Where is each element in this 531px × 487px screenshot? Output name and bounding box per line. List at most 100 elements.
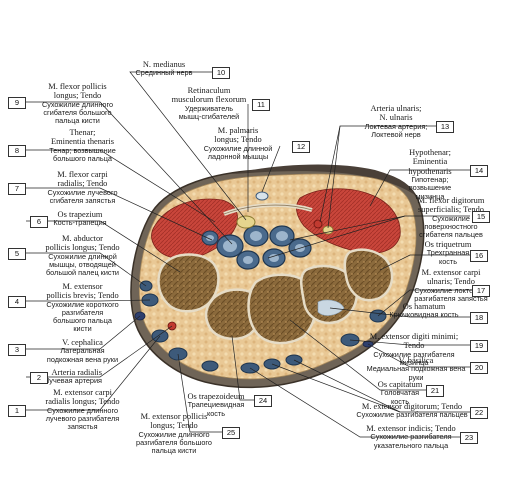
label-latin-term: M. extensor carpi [421,268,481,277]
label-russian-term: Сухожилие короткого [46,299,119,309]
label-number-box: 16 [470,250,488,262]
label-latin-term: M. extensor indicis; Tendo [366,424,456,433]
label-russian-term: Сухожилие локтевого [414,285,488,295]
label-russian-term: Головчатая кость [380,388,420,406]
label-russian-term: большого пальца [53,316,112,326]
label-latin-term: radialis longus; Tendo [45,397,120,407]
label-russian-term: Сухожилие [432,213,470,223]
label-russian-term: мышц-сгибателей [178,111,240,121]
label-number-box: 4 [8,296,26,308]
label-number-box: 15 [472,211,490,223]
label-latin-term: M. flexor pollicis [48,82,107,91]
label-number-box: 9 [8,97,26,109]
label-russian-term: Латеральная [60,346,105,356]
label-russian-term: мышцы, отводящей [49,259,116,269]
label-latin-term: M. extensor carpi [53,388,112,397]
label-russian-term: Лучевая артерия [44,376,102,386]
label-russian-term: кисти [73,324,92,334]
label-latin-term: N. ulnaris [379,113,413,123]
label-number-box: 5 [8,248,26,260]
label-latin-term: Thenar; [69,128,96,137]
label-latin-term: Os hamatum [402,302,446,311]
flexor-tendons-group [201,225,312,270]
label-number-box: 20 [470,362,488,374]
carpal-bones [157,248,394,345]
label-russian-term: подкожная вена руки [46,354,119,364]
label-latin-term: Retinaculum [187,86,231,95]
label-number-box: 11 [252,99,270,111]
label-russian-term: разгибателя большого [136,437,212,447]
label-russian-term: Локтевой нерв [371,129,421,139]
label-russian-term: Медиальная подкожная вена руки [366,364,466,382]
label-latin-term: superficialis; Tendo [417,205,484,215]
label-latin-term: Os trapezium [57,210,103,219]
label-russian-term: сгибателя запястья [49,195,116,205]
label-number-box: 18 [470,312,488,324]
label-russian-term: Крючковидная кость [389,310,459,320]
label-number-box: 14 [470,165,488,177]
label-russian-term: разгибателя [61,307,104,317]
label-russian-term: Сухожилие длинного [46,405,119,415]
label-number-box: 24 [254,395,272,407]
label-latin-term: M. extensor pollicis [140,412,208,421]
label-latin-term: M. abductor [62,234,103,243]
label-number-box: 10 [212,67,230,79]
hypothenar-muscle [296,188,401,254]
label-russian-term: пальца кисти [55,116,100,126]
label-number-box: 2 [30,372,48,384]
label-latin-term: Hypothenar; [409,148,451,157]
label-number-box: 7 [8,183,26,195]
label-number-box: 1 [8,405,26,417]
label-latin-term: V. basilica [398,356,434,365]
label-number-box: 21 [426,385,444,397]
label-russian-term: Удерживатель [184,103,234,113]
label-russian-term: Тенар; возвышение [49,145,116,155]
label-russian-term: лучевого разгибателя [45,413,120,423]
label-latin-term: M. flexor digitorum [417,196,485,205]
label-latin-term: pollicis brevis; Tendo [46,291,119,301]
label-russian-term: ладонной мышцы [207,151,269,161]
label-latin-term: Os triquetrum [424,240,472,249]
label-latin-term: M. extensor digiti minimi; Tendo [369,332,459,351]
label-russian-term: Сухожилие длинного [41,99,114,109]
label-number-box: 17 [472,285,490,297]
label-number-box: 3 [8,344,26,356]
label-russian-term: Срединный нерв [135,68,193,78]
label-number-box: 13 [436,121,454,133]
label-russian-term: указательного пальца [373,440,449,450]
label-russian-term: Сухожилие лучевого [47,187,118,197]
label-russian-term: Сухожилие разгибателя мизинца [373,349,455,367]
label-russian-term: Сухожилие разгибателя [370,432,452,442]
label-number-box: 22 [470,407,488,419]
label-russian-term: большой палец кисти [45,268,120,278]
leader-lines [26,71,470,438]
label-number-box: 25 [222,427,240,439]
label-number-box: 23 [460,432,478,444]
label-russian-term: Сухожилие длинной [48,251,117,261]
label-russian-term: пальца кисти [151,446,197,456]
label-russian-term: запястья [67,422,98,432]
label-latin-term: ulnaris; Tendo [427,277,475,287]
label-number-box: 19 [470,340,488,352]
label-latin-term: longus; Tendo [53,91,102,101]
label-latin-term: longus; Tendo [150,421,198,431]
ulnar-artery [313,219,323,229]
label-latin-term: M. palmaris [217,126,259,135]
label-russian-term: большого пальца [53,153,112,163]
